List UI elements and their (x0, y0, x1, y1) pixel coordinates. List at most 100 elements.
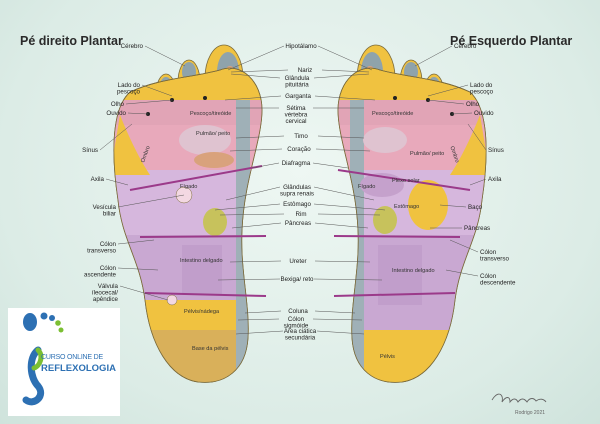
center-label: Timo (294, 133, 308, 140)
leader-line (314, 260, 371, 263)
left-zone-stomach: Estômago (394, 204, 419, 210)
left-side-label: Cérebro (454, 43, 477, 50)
leader-line (224, 95, 282, 101)
left-zone-lung: Pulmão/ peito (410, 151, 444, 157)
leader-line (469, 178, 487, 186)
leader-line (229, 148, 283, 152)
leader-line (316, 330, 365, 335)
right-side-label: Olho (111, 101, 125, 108)
left-side-label: Olho (466, 101, 480, 108)
leader-line (237, 318, 280, 321)
leader-line (119, 285, 169, 301)
left-zone-pelvis: Pélvis (380, 354, 395, 360)
leader-line (230, 69, 289, 73)
leader-line (105, 178, 129, 186)
leader-line (125, 99, 173, 105)
center-label: Coluna (288, 308, 308, 315)
right-waist-line (139, 235, 267, 238)
right-lung-inner (179, 125, 231, 155)
leader-line (235, 135, 285, 139)
leader-line (439, 204, 467, 208)
leader-line (314, 310, 356, 314)
leader-line (313, 73, 370, 79)
right-side-label: Sínus (82, 147, 98, 154)
leader-line (451, 112, 473, 115)
center-label: Rim (296, 211, 307, 218)
leader-line (251, 162, 280, 169)
leader-line (219, 213, 285, 216)
signature: Rodrigo 2021 (491, 393, 547, 416)
right-side-label: Axila (91, 176, 105, 183)
leader-line (313, 278, 383, 281)
leader-line (315, 148, 371, 152)
leader-line (244, 310, 282, 314)
left-waist-line (333, 235, 461, 238)
left-spine-zone (350, 100, 364, 383)
right-side-label: Ouvido (106, 110, 126, 117)
leader-line (227, 45, 285, 71)
left-side-label: Pâncreas (464, 225, 490, 232)
course-logo: CURSO ONLINE DE REFLEXOLOGIA (8, 308, 120, 416)
right-neck-dot (203, 96, 207, 100)
right-zone-neck: Pescoço/tireóide (190, 111, 231, 117)
leader-line (141, 84, 173, 97)
leader-line (313, 203, 386, 211)
leader-line (317, 45, 373, 71)
center-label: Estômago (283, 201, 311, 208)
center-label: Nariz (298, 67, 312, 74)
right-heart-zone (194, 152, 234, 168)
leader-lines (99, 45, 487, 335)
leader-line (117, 267, 159, 271)
left-side-label: Sínus (488, 147, 504, 154)
right-zone-intestine: Intestino delgado (180, 258, 223, 264)
right-zone-heel: Base da pélvis (192, 346, 229, 352)
right-diaphragm-line (129, 165, 263, 191)
center-label: Ureter (289, 258, 306, 265)
left-spleen-zone (408, 180, 448, 230)
right-spine-zone (236, 100, 250, 383)
leader-line (445, 269, 479, 277)
leader-line (317, 135, 365, 139)
left-zone-liver: Fígado (358, 184, 375, 190)
leader-line (467, 123, 487, 151)
signature-text: Rodrigo 2021 (515, 410, 545, 416)
left-lung-inner (363, 127, 407, 153)
center-label: Coração (287, 146, 311, 153)
left-zone-solar-plexus: Plexo solar (392, 178, 420, 184)
left-small-intestine-inner (378, 245, 422, 305)
leader-line (314, 95, 376, 101)
right-shoulder-zone (113, 115, 150, 175)
leader-line (317, 213, 381, 216)
leader-line (230, 73, 281, 79)
left-side-label: Ouvido (474, 110, 494, 117)
leader-line (144, 45, 186, 67)
right-foot: Pescoço/tireóide Ombro Pulmão/ peito Fíg… (113, 44, 267, 383)
leader-line (117, 239, 155, 245)
right-small-intestine-inner (182, 245, 222, 295)
right-side-label: Cérebro (121, 43, 144, 50)
left-stomach-zone (373, 206, 397, 234)
right-pelvic-line (144, 292, 267, 297)
leader-line (231, 222, 282, 229)
right-stomach-zone (203, 208, 227, 236)
logo-line-2: REFLEXOLOGIA (41, 363, 116, 374)
foot-logo-icon (22, 312, 64, 406)
left-zone-neck: Pescoço/tireóide (372, 111, 413, 117)
center-label: Pâncreas (285, 220, 311, 227)
leader-line (313, 186, 375, 201)
leader-line (117, 194, 185, 208)
